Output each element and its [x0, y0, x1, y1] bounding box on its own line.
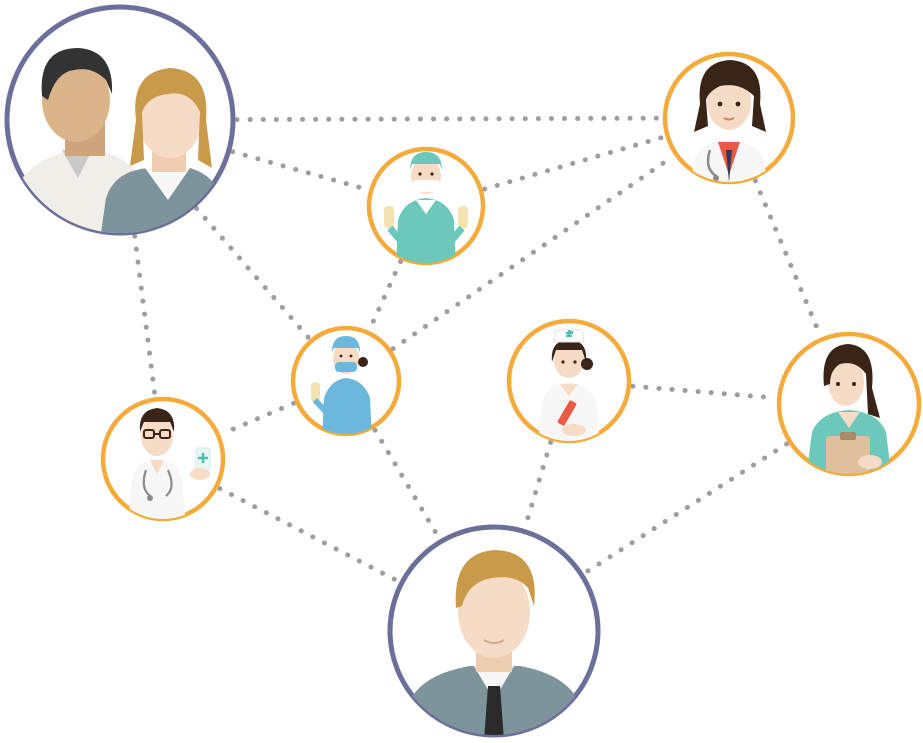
- node-nurse-clipboard[interactable]: [776, 331, 922, 480]
- connection-links: [132, 115, 823, 584]
- link-surgeon-doctor-woman: [482, 134, 667, 192]
- node-family[interactable]: [4, 4, 236, 240]
- node-man[interactable]: [387, 524, 601, 740]
- link-doctor-glasses-man: [217, 486, 401, 584]
- masked-nurse-icon: [311, 336, 372, 434]
- surgeon-icon: [384, 152, 468, 263]
- link-nurse-masked-doctor-glasses: [219, 400, 297, 437]
- link-family-doctor-glasses: [132, 233, 158, 398]
- female-doctor-icon: [690, 60, 768, 182]
- link-doctor-woman-nurse-clipboard: [752, 178, 823, 339]
- nurse-cap-icon: [538, 329, 600, 441]
- man-icon: [404, 550, 584, 735]
- link-nurse-masked-doctor-woman: [390, 154, 676, 352]
- link-surgeon-nurse-masked: [367, 259, 404, 332]
- link-nurse-cap-nurse-clipboard: [630, 383, 778, 401]
- link-family-doctor-woman: [234, 115, 664, 123]
- node-nurse-masked[interactable]: [290, 325, 402, 440]
- couple-icon: [10, 48, 226, 233]
- node-nurse-cap[interactable]: [506, 318, 632, 445]
- node-doctor-woman[interactable]: [662, 51, 796, 190]
- link-nurse-masked-man: [372, 427, 442, 541]
- link-nurse-cap-man: [522, 439, 554, 531]
- male-doctor-icon: [128, 408, 211, 519]
- clipboard-nurse-icon: [806, 344, 892, 474]
- node-surgeon[interactable]: [366, 146, 486, 270]
- link-nurse-clipboard-man: [582, 441, 790, 576]
- node-doctor-glasses[interactable]: [100, 396, 226, 525]
- link-family-surgeon: [230, 149, 370, 192]
- link-family-nurse-masked: [194, 205, 312, 341]
